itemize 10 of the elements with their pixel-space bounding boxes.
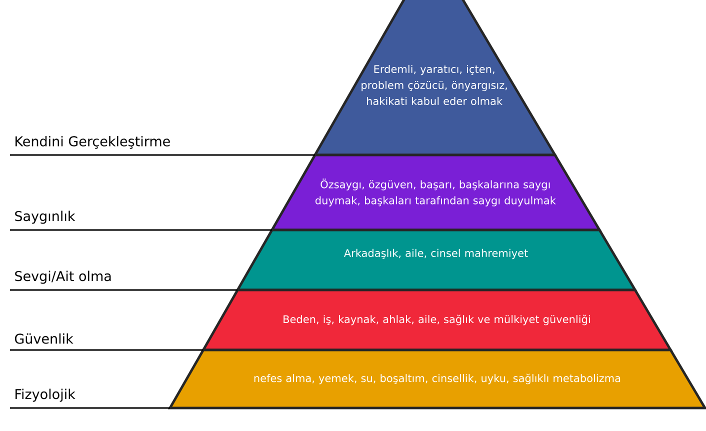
level-name: Saygınlık (15, 210, 76, 224)
leader-line (10, 407, 170, 409)
leader-line (10, 349, 204, 351)
level-name: Sevgi/Ait olma (15, 270, 111, 284)
level-name: Güvenlik (14, 333, 74, 344)
level-name: Kendini Gerçekleştirme (16, 136, 170, 149)
leader-line (10, 154, 315, 156)
leader-line (10, 229, 272, 231)
leader-line (10, 289, 238, 291)
level-name: Fizyolojik (16, 388, 76, 402)
